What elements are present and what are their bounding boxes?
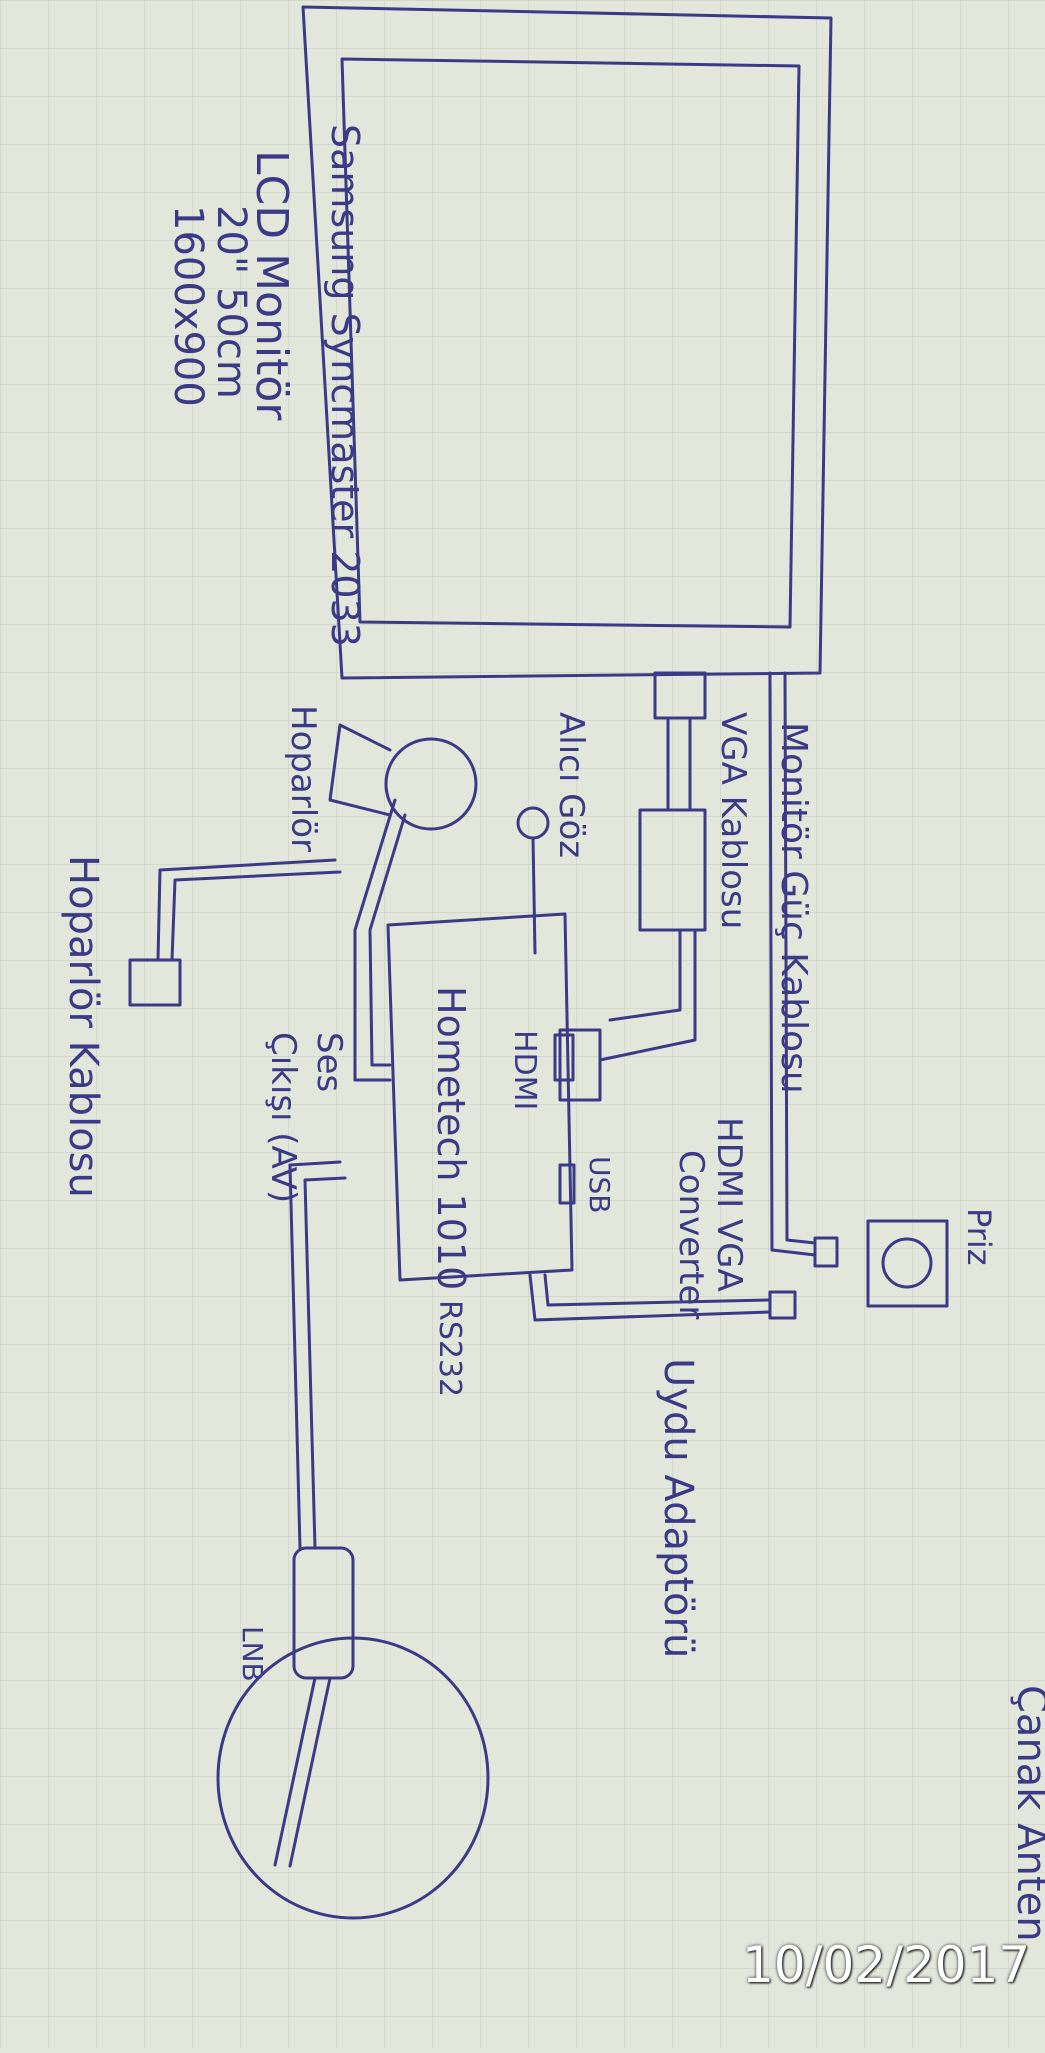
- receiver-eye-label: Alıcı Göz: [551, 712, 591, 858]
- power-plug-icon: [813, 1236, 839, 1268]
- monitor-type: LCD Monitör: [246, 150, 297, 421]
- speaker-icon: [384, 737, 478, 831]
- vga-cable: [558, 671, 707, 1102]
- audio-out-label-2: Çıkışı (AV): [263, 1032, 303, 1203]
- audio-out-label-1: Ses: [309, 1032, 349, 1092]
- dish-label: Çanak Anten: [1008, 1685, 1045, 1942]
- lnb-icon: [292, 1546, 355, 1680]
- satellite-dish-icon: [216, 1636, 490, 1920]
- receiver-box: [386, 912, 574, 1282]
- speaker-cable-label: Hoparlör Kablosu: [60, 855, 106, 1198]
- usb-port-label: USB: [583, 1156, 616, 1213]
- monitor-power-cable: [768, 671, 817, 1257]
- socket-face-icon: [881, 1237, 933, 1289]
- adapter-plug-icon: [768, 1290, 797, 1320]
- speaker-stand: [328, 723, 392, 817]
- hdmi-port-icon: [553, 1033, 575, 1082]
- monitor-power-cable-label: Monitör Güç Kablosu: [773, 722, 814, 1094]
- hdmi-vga-converter-label-1: HDMI VGA: [709, 1117, 749, 1292]
- receiver-label: Hometech 1010: [429, 986, 473, 1290]
- monitor-drawing: [301, 5, 833, 680]
- usb-port-icon: [558, 1163, 576, 1205]
- rs232-label: RS232: [432, 1300, 467, 1397]
- monitor-title: Samsung Syncmaster 2033: [323, 124, 367, 647]
- lnb-cable: [288, 1160, 347, 1550]
- satellite-adapter-label: Uydu Adaptörü: [655, 1358, 701, 1658]
- speaker-label: Hoparlör: [283, 705, 323, 852]
- monitor-size: 20" 50cm: [208, 205, 254, 399]
- date-stamp: 10/02/2017: [742, 1936, 1031, 1994]
- wall-socket-icon: [866, 1219, 949, 1308]
- hdmi-vga-converter-label-2: Converter: [671, 1150, 711, 1319]
- satellite-adapter-cable: [528, 1273, 772, 1322]
- speaker-power-cable: [156, 858, 342, 962]
- ir-eye-cable: [531, 836, 537, 955]
- socket-label: Priz: [960, 1208, 998, 1266]
- vga-cable-label: VGA Kablosu: [713, 712, 753, 929]
- audio-cable: [353, 798, 407, 1082]
- speaker-plug-icon: [128, 958, 182, 1007]
- monitor-resolution: 1600x900: [165, 205, 211, 407]
- hdmi-port-label: HDMI: [507, 1030, 542, 1110]
- lnb-arm: [273, 1676, 332, 1868]
